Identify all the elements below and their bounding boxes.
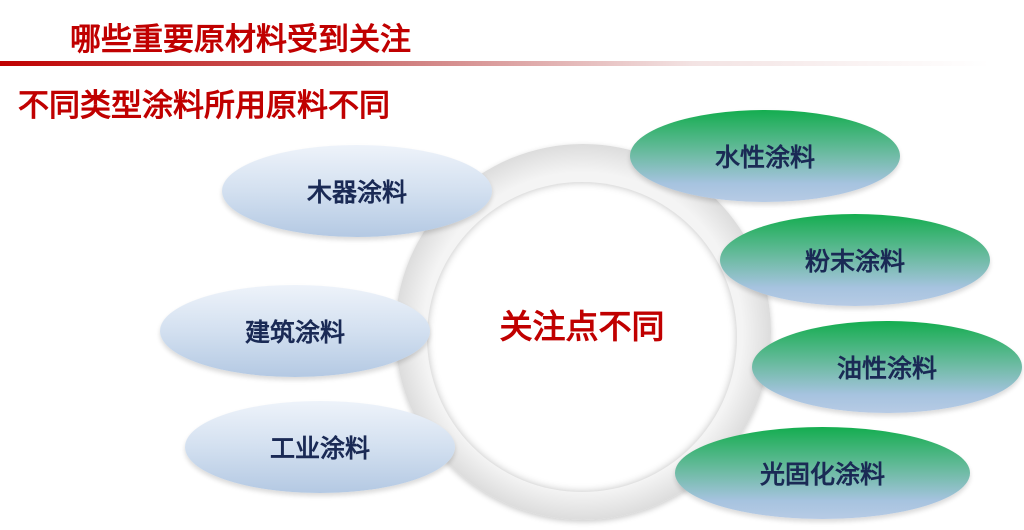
- item-wood-coating: 木器涂料: [222, 145, 492, 237]
- slide-heading: 哪些重要原材料受到关注: [70, 22, 411, 58]
- center-circle: 关注点不同: [427, 182, 737, 492]
- item-industrial-coating: 工业涂料: [185, 401, 455, 493]
- item-uv-curing-coating: 光固化涂料: [675, 427, 970, 519]
- center-label: 关注点不同: [499, 307, 665, 346]
- item-oil-coating: 油性涂料: [752, 321, 1022, 413]
- divider-line: [0, 61, 990, 66]
- item-powder-coating: 粉末涂料: [720, 214, 990, 306]
- item-architectural-coating: 建筑涂料: [160, 285, 430, 377]
- slide-subheading: 不同类型涂料所用原料不同: [18, 88, 390, 124]
- item-waterborne-coating: 水性涂料: [630, 110, 900, 202]
